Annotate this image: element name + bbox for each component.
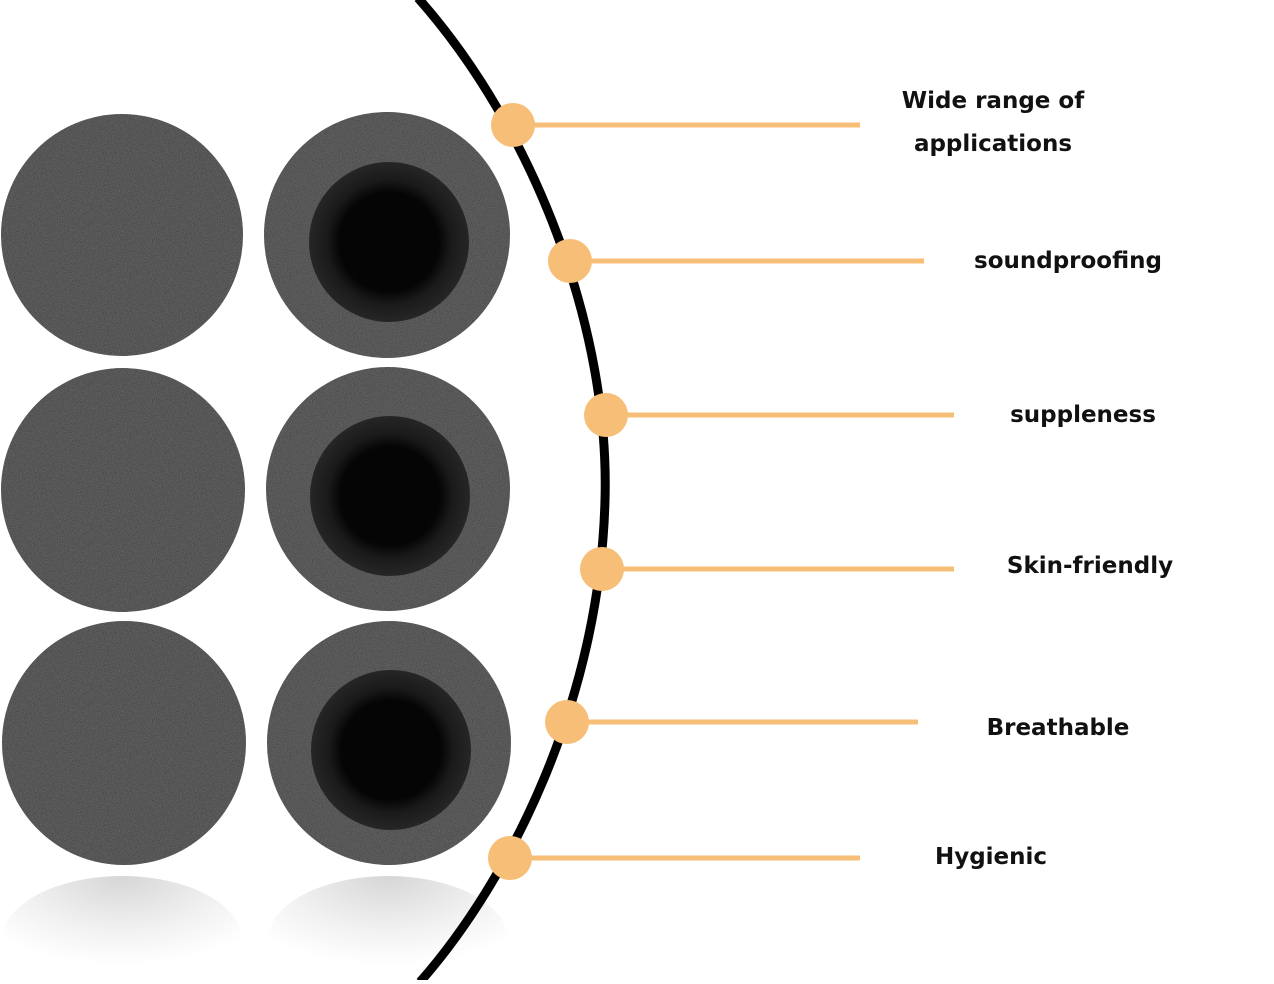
connector-dot — [545, 700, 589, 744]
foam-pad-ring — [267, 621, 511, 865]
ring-foam-pads — [264, 112, 511, 865]
connector-dot — [491, 103, 535, 147]
feature-label-suppleness: suppleness — [1010, 402, 1156, 428]
feature-label-wide-range: Wide range of applications — [901, 88, 1085, 157]
feature-connectors — [488, 103, 954, 880]
foam-pad-ring — [264, 112, 510, 358]
connector-dot — [580, 547, 624, 591]
foam-pad-flat — [2, 621, 246, 865]
connector-dot — [584, 393, 628, 437]
foam-pad-flat — [1, 114, 243, 356]
feature-label-soundproofing: soundproofing — [974, 248, 1162, 274]
foam-pad-ring — [266, 367, 510, 611]
pad-reflection — [268, 876, 508, 984]
pad-reflections — [2, 876, 508, 984]
feature-label-skin-friendly: Skin-friendly — [1006, 553, 1174, 579]
pad-reflection — [2, 876, 242, 984]
feature-label-hygienic: Hygienic — [934, 844, 1048, 870]
foam-pad-flat — [1, 368, 245, 612]
feature-label-breathable: Breathable — [986, 715, 1130, 741]
connector-dot — [548, 239, 592, 283]
flat-foam-pads — [1, 114, 246, 865]
connector-dot — [488, 836, 532, 880]
